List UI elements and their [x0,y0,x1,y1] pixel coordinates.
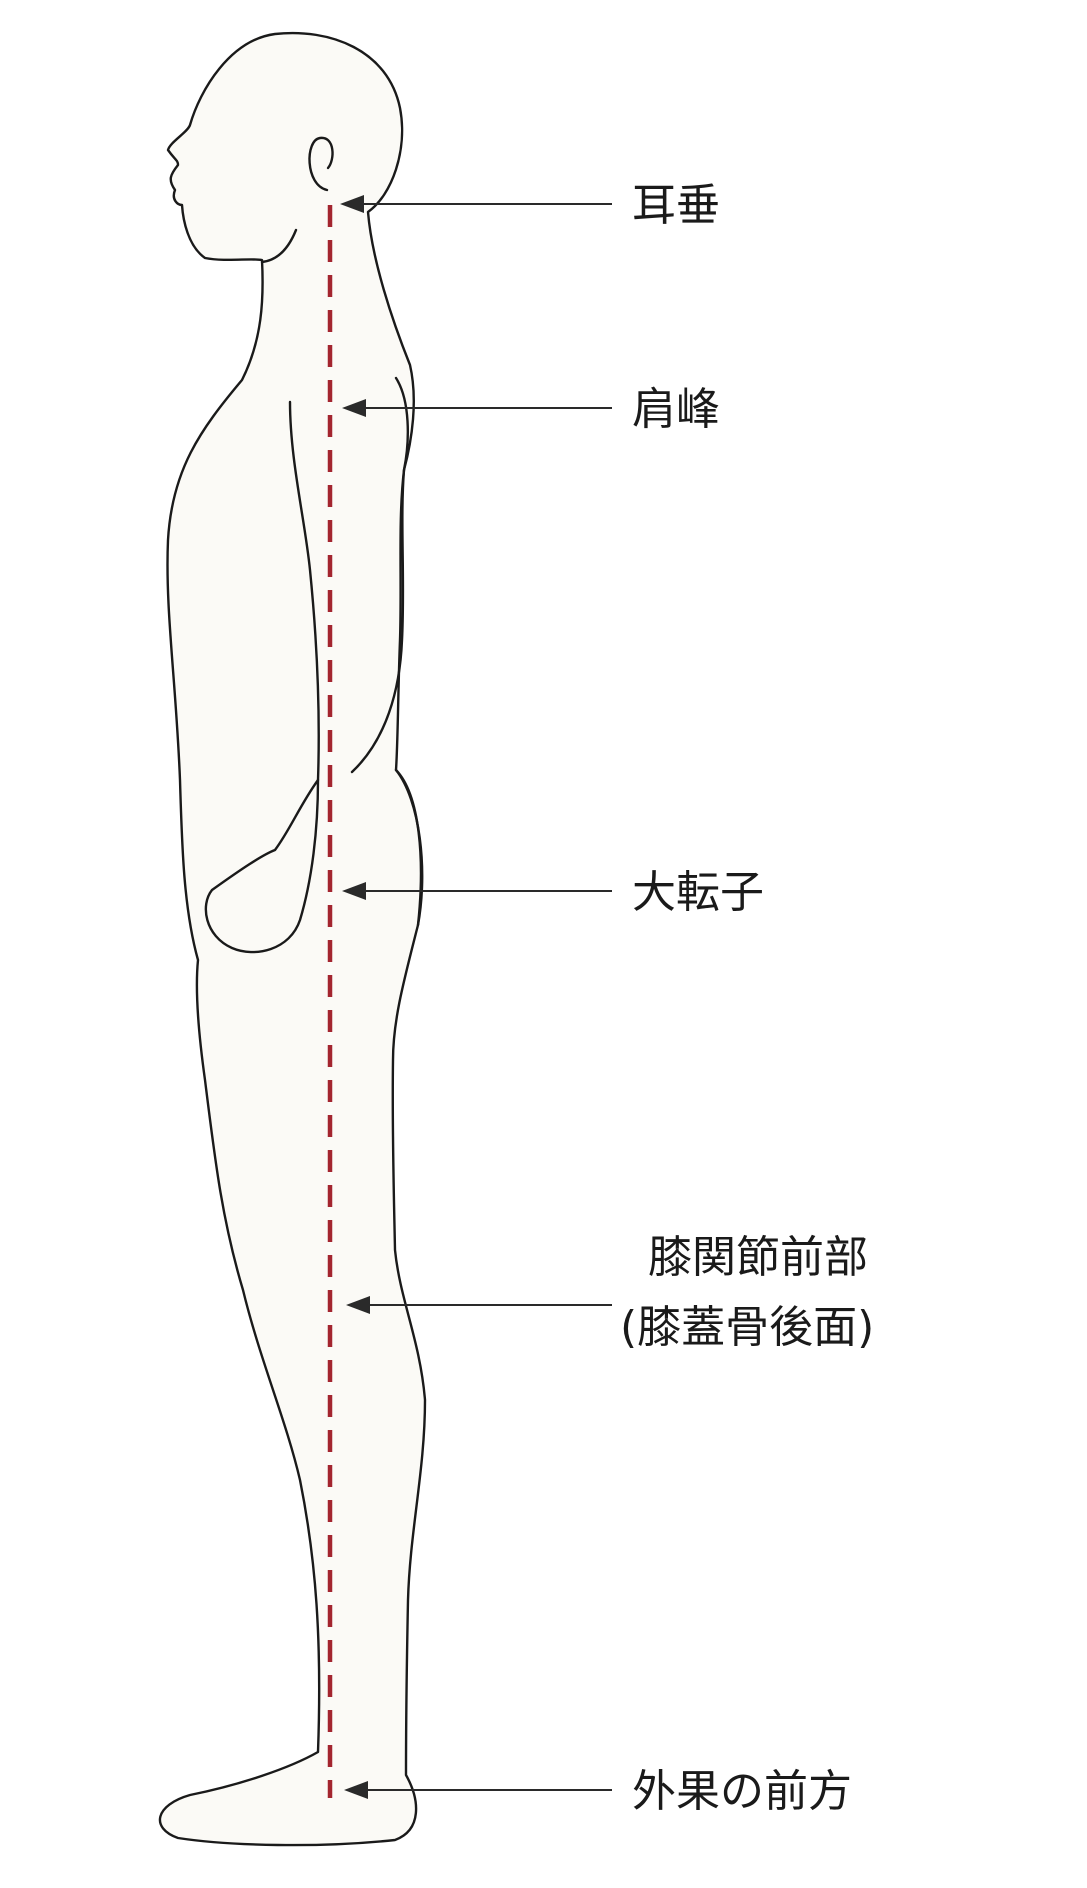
pointer-arrowhead-acromion [342,399,366,417]
pointer-arrowhead-greater-trochanter [342,882,366,900]
landmark-knee: 膝関節前部 (膝蓋骨後面) [346,1232,874,1353]
landmark-acromion: 肩峰 [342,384,720,435]
hand-outline [204,778,320,954]
arm-front-line [288,400,320,782]
landmark-earlobe: 耳垂 [340,180,720,231]
label-knee-line-2: (膝蓋骨後面) [620,1302,874,1353]
landmark-lateral-malleolus: 外果の前方 [344,1766,852,1817]
label-acromion: 肩峰 [632,384,720,435]
body-silhouette [158,31,427,1847]
ear-outline [308,136,334,192]
label-earlobe: 耳垂 [632,180,720,231]
pointer-arrowhead-lateral-malleolus [344,1781,368,1799]
pointer-arrowhead-knee [346,1296,370,1314]
pointer-arrowhead-earlobe [340,195,364,213]
label-greater-trochanter: 大転子 [632,867,764,918]
label-knee-line-1: 膝関節前部 [648,1232,868,1283]
label-lateral-malleolus: 外果の前方 [632,1766,852,1817]
arm-back-line [350,376,410,774]
landmark-greater-trochanter: 大転子 [342,867,764,918]
jaw-line [260,228,298,264]
buttock-line [394,768,423,927]
